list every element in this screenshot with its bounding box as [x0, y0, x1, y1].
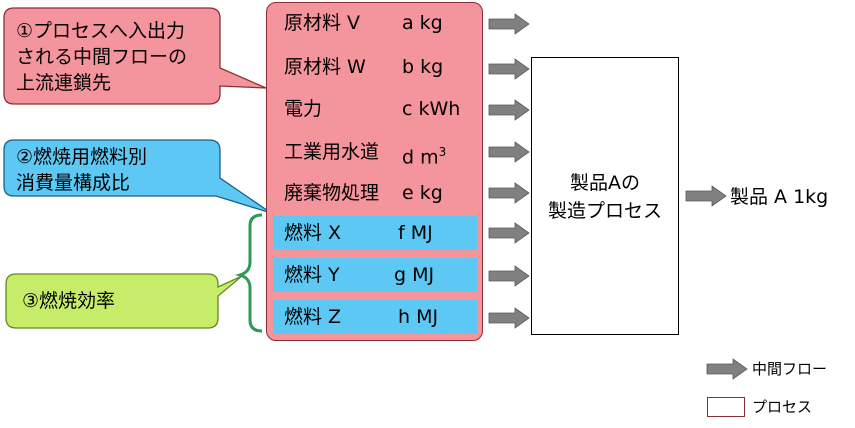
flow-arrow-2	[488, 58, 530, 80]
callout-1-line-1: ①プロセスへ入出力	[16, 20, 186, 42]
flow-arrow-5	[488, 182, 530, 204]
legend-process-label: プロセス	[752, 398, 813, 416]
callout-1-line-3: 上流連鎖先	[16, 72, 112, 94]
fuel-label-y: 燃料 Y	[284, 264, 340, 286]
input-label-waste: 廃棄物処理	[284, 182, 380, 204]
input-amount-water-sup: 3	[438, 145, 447, 159]
input-amount-v: a kg	[402, 12, 443, 34]
fuel-y-bar	[273, 258, 477, 292]
callout-2-shape	[3, 139, 272, 214]
callout-3-line-1: ③燃焼効率	[22, 290, 116, 312]
input-amount-power: c kWh	[402, 98, 461, 120]
fuel-x-bar	[273, 216, 477, 250]
callout-2-line-2: 消費量構成比	[16, 172, 131, 194]
callout-1-text: ①プロセスへ入出力 される中間フローの 上流連鎖先	[16, 18, 187, 96]
input-label-power: 電力	[284, 98, 323, 120]
flow-arrow-7	[488, 265, 530, 287]
legend-flow-arrow	[706, 358, 748, 380]
output-arrow	[685, 185, 727, 207]
process-label-line-1: 製品Aの	[570, 172, 640, 194]
fuel-bracket	[234, 213, 263, 333]
flow-arrow-8	[488, 307, 530, 329]
flow-arrow-3	[488, 99, 530, 121]
input-label-v: 原材料 V	[284, 12, 361, 34]
legend-flow-label: 中間フロー	[752, 360, 828, 378]
input-amount-waste: e kg	[402, 182, 443, 204]
callout-1-shape	[3, 7, 267, 105]
fuel-z-bar	[273, 300, 477, 334]
callout-2-line-1: ②燃焼用燃料別	[16, 146, 148, 168]
input-amount-water: d m3	[402, 139, 446, 170]
flow-arrow-6	[488, 222, 530, 244]
input-label-w: 原材料 W	[284, 56, 366, 78]
callout-1-line-2: される中間フローの	[16, 46, 188, 68]
callout-3-text: ③燃焼効率	[22, 288, 115, 314]
flow-arrow-4	[488, 141, 530, 163]
legend-process-box	[707, 397, 745, 417]
fuel-label-z: 燃料 Z	[284, 306, 342, 328]
callout-2-text: ②燃焼用燃料別 消費量構成比	[16, 144, 147, 196]
fuel-amount-y: g MJ	[394, 264, 435, 286]
main-process-box	[531, 57, 679, 335]
input-amount-water-value: d m	[402, 146, 439, 169]
input-amount-w: b kg	[402, 56, 444, 78]
fuel-label-x: 燃料 X	[284, 222, 342, 244]
fuel-amount-z: h MJ	[398, 306, 439, 328]
callout-3-shape	[5, 273, 243, 329]
output-label: 製品 A 1kg	[730, 186, 829, 208]
flow-arrow-1	[488, 13, 530, 35]
fuel-amount-x: f MJ	[398, 222, 433, 244]
process-label-line-2: 製造プロセス	[547, 200, 662, 222]
input-label-water: 工業用水道	[284, 141, 380, 163]
